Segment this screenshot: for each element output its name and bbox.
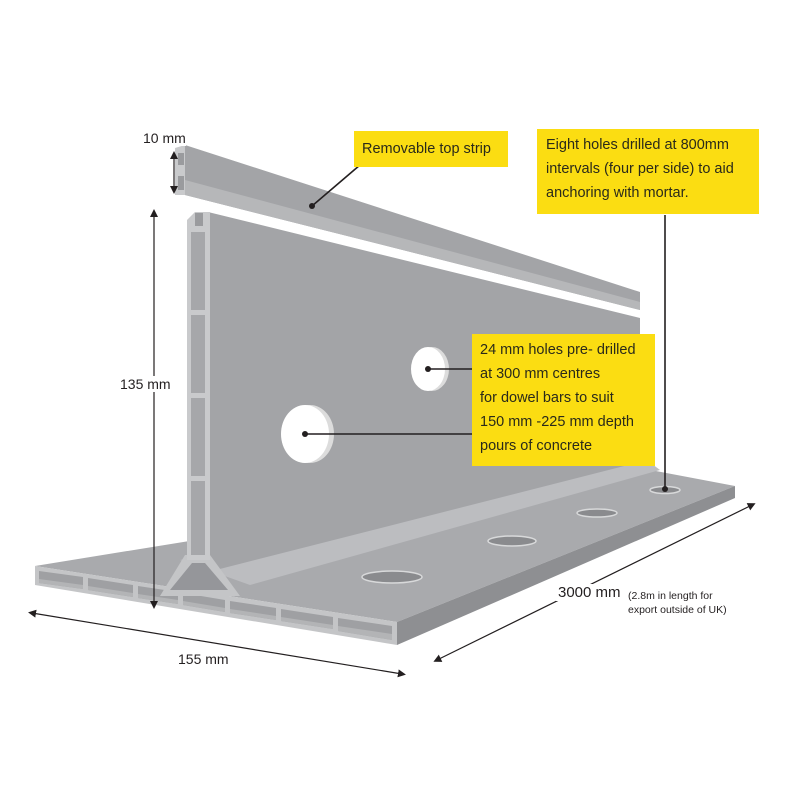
callout-dowel-holes: 24 mm holes pre- drilled at 300 mm centr… — [472, 334, 655, 466]
length-label: 3000 mm — [556, 584, 623, 601]
callout-dowel-holes-line-1: 24 mm holes pre- drilled — [480, 342, 636, 358]
callout-anchor-holes-line-2: intervals (four per side) to aid — [546, 161, 734, 177]
base-width-arrow — [28, 609, 406, 678]
callout-top-strip: Removable top strip — [354, 131, 508, 167]
dimension-lines — [28, 151, 756, 678]
callout-top-strip-line-1: Removable top strip — [362, 141, 491, 157]
callout-anchor-holes-line-3: anchoring with mortar. — [546, 185, 689, 201]
leader-lines — [305, 164, 666, 489]
length-arrow — [433, 503, 756, 662]
length-note-line-2: export outside of UK) — [628, 604, 727, 616]
callout-dowel-holes-line-2: at 300 mm centres — [480, 366, 601, 382]
strip-height-label: 10 mm — [143, 130, 186, 146]
callout-anchor-holes: Eight holes drilled at 800mm intervals (… — [537, 129, 759, 214]
length-note-line-1: (2.8m in length for — [628, 590, 713, 602]
callout-dowel-holes-line-4: 150 mm -225 mm depth — [480, 414, 634, 430]
callout-dowel-holes-line-3: for dowel bars to suit — [480, 390, 614, 406]
panel-height-label: 135 mm — [120, 376, 171, 392]
length-note: (2.8m in length for export outside of UK… — [628, 589, 727, 617]
callout-dowel-holes-line-5: pours of concrete — [480, 438, 593, 454]
base-width-label: 155 mm — [178, 651, 229, 667]
callout-anchor-holes-line-1: Eight holes drilled at 800mm — [546, 137, 729, 153]
